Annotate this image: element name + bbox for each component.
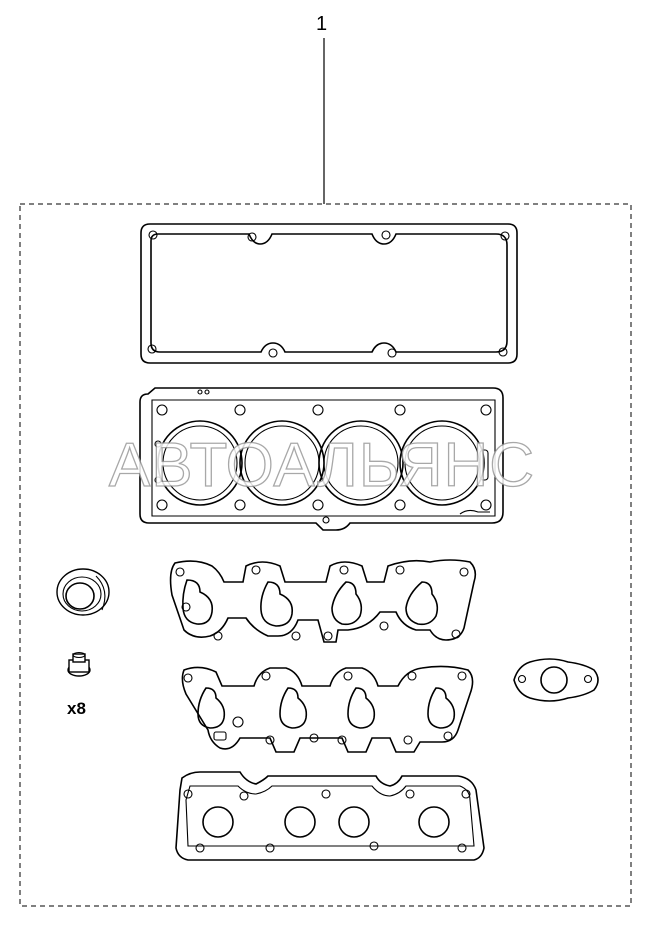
callout-number: 1: [316, 13, 327, 35]
valve-cover-gasket: [140, 223, 518, 364]
exhaust-manifold-gasket: [181, 665, 474, 753]
cylinder-head-gasket: [139, 387, 504, 531]
watermark-text: АВТОАЛЬЯНС: [109, 431, 535, 500]
shaft-seal: [56, 568, 110, 616]
oil-pan-gasket: [175, 771, 485, 861]
valve-stem-seal: [67, 651, 91, 677]
kit-boundary: [19, 203, 632, 907]
flange-gasket: [513, 658, 599, 702]
quantity-label: x8: [67, 699, 86, 718]
intake-manifold-gasket: [169, 559, 477, 643]
